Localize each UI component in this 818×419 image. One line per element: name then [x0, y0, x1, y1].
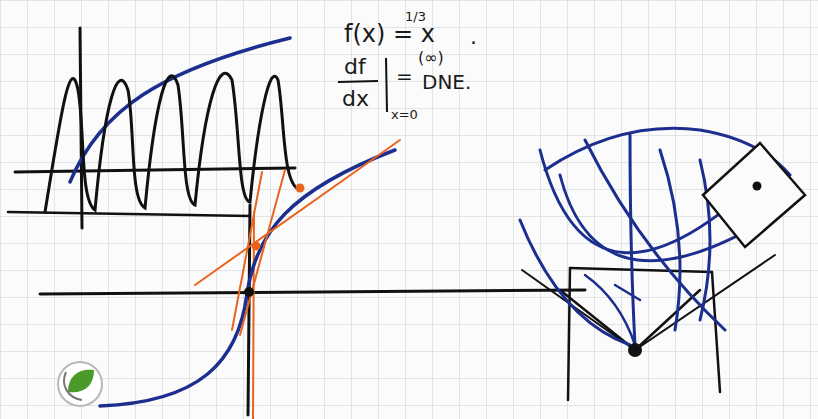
infinity-note: (∞)	[418, 50, 444, 66]
function-definition: f(x) = x	[344, 22, 435, 46]
period-mark: .	[470, 26, 477, 48]
evaluation-point: x=0	[391, 108, 418, 121]
exponent: 1/3	[405, 10, 426, 23]
derivative-numerator: df	[344, 56, 366, 78]
does-not-exist: DNE.	[422, 72, 471, 92]
derivative-denominator: dx	[342, 88, 369, 110]
equals-sign: =	[396, 66, 413, 86]
